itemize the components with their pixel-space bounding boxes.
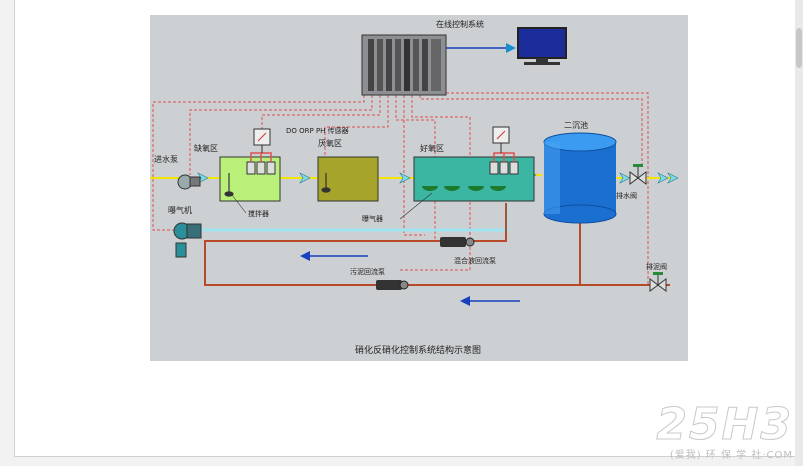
- inlet-pump-label: 进水泵: [154, 154, 178, 164]
- inlet-pump-icon: [177, 174, 201, 190]
- diagram-svg: 在线控制系统 进水泵: [150, 19, 679, 356]
- diffuser-icons: [422, 186, 506, 191]
- sludge-return-pump-icon: [376, 280, 409, 290]
- mixed-liquor-line: [204, 203, 507, 255]
- vertical-scrollbar[interactable]: [795, 0, 803, 466]
- drain-valve-label: 排水阀: [616, 191, 637, 200]
- control-arrow: [506, 43, 516, 53]
- anaerobic-zone-label: 厌氧区: [318, 138, 342, 148]
- sludge-valve-label: 排泥阀: [646, 262, 667, 271]
- anaerobic-tank: [317, 156, 379, 202]
- sludge-valve-icon: [649, 272, 667, 292]
- plc-cabinet: [361, 34, 447, 96]
- watermark-subtitle: (爱我) 环 保 学 社·COM: [669, 450, 793, 461]
- secondary-clarifier: [543, 132, 617, 224]
- watermark-logo: 25H3: [656, 399, 793, 450]
- sludge-return-pump-label: 污泥回流泵: [350, 267, 385, 276]
- site-watermark: 25H3 (爱我) 环 保 学 社·COM: [628, 399, 793, 461]
- mixer-leader: [231, 194, 247, 214]
- aerobic-zone-label: 好氧区: [420, 143, 444, 153]
- anoxic-zone-label: 缺氧区: [194, 143, 218, 153]
- mixer-icon-1: [224, 173, 234, 197]
- mixed-liquor-pump-label: 混合液回流泵: [454, 256, 496, 265]
- return-arrow-1: [300, 251, 368, 261]
- aerator-label: 曝气器: [362, 214, 383, 223]
- blower-icon: [173, 222, 202, 258]
- scrollbar-thumb[interactable]: [796, 28, 802, 68]
- instruments-label: DO ORP PH 传感器: [286, 126, 349, 135]
- analyzer-meter-2: [492, 126, 510, 153]
- monitor-icon: [517, 27, 567, 65]
- secondary-clarifier-label: 二沉池: [564, 120, 588, 130]
- mixer-label: 搅拌器: [248, 209, 269, 218]
- return-arrow-2: [460, 296, 520, 306]
- mixer-icon-2: [321, 173, 331, 193]
- drain-valve-icon: [629, 164, 647, 185]
- page-frame: 在线控制系统 进水泵: [14, 0, 797, 457]
- analyzer-meter-1: [253, 128, 271, 153]
- control-system-label: 在线控制系统: [436, 19, 484, 29]
- blower-label: 曝气机: [168, 205, 192, 215]
- air-line: [198, 203, 509, 232]
- diagram-caption: 硝化反硝化控制系统结构示意图: [355, 344, 481, 356]
- sensor-probes-2: [489, 152, 519, 175]
- process-diagram: 在线控制系统 进水泵: [150, 15, 688, 361]
- aerator-leader: [399, 192, 433, 220]
- sensor-probes-1: [246, 152, 276, 175]
- mixed-liquor-pump-icon: [440, 237, 475, 247]
